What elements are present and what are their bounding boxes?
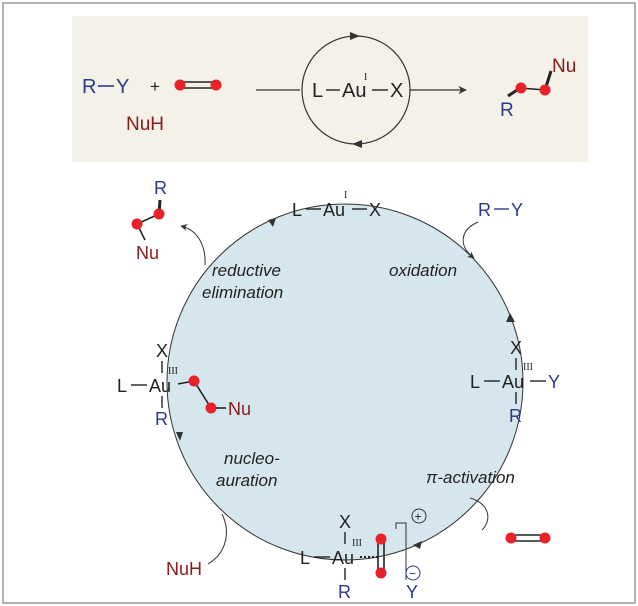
cycle-bottom-negative-charge: − <box>409 567 416 581</box>
summary-cycle-arrow-bottom <box>352 140 362 148</box>
cycle-top-gold-i-complex: L Au I X <box>292 190 381 220</box>
cycle-product-release-arrow <box>180 224 206 266</box>
step-label-elimination: elimination <box>202 283 283 302</box>
summary-catalyst-l: L <box>312 80 323 102</box>
cycle-product-r: R <box>154 178 167 198</box>
cycle-left-nu: Nu <box>228 399 251 419</box>
cycle-left-gold-iii-complex: X III L Au R Nu <box>117 341 251 429</box>
summary-catalyst-au: Au <box>342 80 366 102</box>
summary-product-atom-1 <box>515 82 527 94</box>
summary-catalyst-oxidation-state: I <box>364 72 367 83</box>
cycle-bottom-l: L <box>300 548 310 568</box>
cycle-right-au: Au <box>502 372 524 392</box>
cycle-top-l: L <box>292 200 302 220</box>
cycle-top-au: Au <box>323 200 345 220</box>
cycle-arrow-right-upper <box>506 313 515 322</box>
summary-product: R Nu <box>500 56 576 121</box>
cycle-bottom-oxidation-state: III <box>352 538 362 549</box>
cycle-bottom-r: R <box>338 582 351 602</box>
summary-alkene <box>174 79 222 91</box>
step-label-nucleo: nucleo- <box>224 449 280 468</box>
cycle-right-x: X <box>510 338 522 358</box>
cycle-arrow-bottom-right <box>413 541 422 549</box>
cycle-bottom-alkene-atom-top <box>375 533 387 545</box>
cycle-product-nu: Nu <box>136 243 159 263</box>
summary-nucleophile: NuH <box>126 114 164 135</box>
cycle-arrow-left-lower <box>176 432 183 441</box>
cycle-input-r-y: R Y <box>462 200 523 259</box>
summary-product-atom-2 <box>539 84 551 96</box>
summary-reagent-y: Y <box>116 76 129 98</box>
main-catalytic-cycle: L Au I X R Y R Nu oxidation reductive <box>117 178 560 602</box>
cycle-bottom-alkene-atom-bottom <box>375 567 387 579</box>
cycle-right-r: R <box>509 406 522 426</box>
step-label-oxidation: oxidation <box>389 261 457 280</box>
cycle-input-r: R <box>478 200 491 220</box>
cycle-left-l: L <box>117 376 127 396</box>
cycle-bottom-x: X <box>339 512 351 532</box>
summary-plus-sign: + <box>150 77 160 96</box>
cycle-left-au: Au <box>149 376 171 396</box>
cycle-product-atom-1 <box>153 208 165 220</box>
cycle-input-y: Y <box>511 200 523 220</box>
cycle-input-nucleophile: NuH <box>166 513 227 579</box>
cycle-arrow-top-left <box>268 218 276 227</box>
summary-alkene-atom-right <box>210 79 222 91</box>
cycle-right-gold-iii-complex: X III L Au Y R <box>470 338 560 426</box>
cycle-right-y: Y <box>548 372 560 392</box>
cycle-input-nuh-arrow <box>207 513 227 565</box>
cycle-input-alkene-arrow <box>469 497 489 531</box>
cycle-left-x: X <box>156 341 168 361</box>
cycle-input-nuh: NuH <box>166 559 202 579</box>
cycle-input-alkene <box>469 497 551 544</box>
cycle-bottom-positive-charge: + <box>415 510 422 524</box>
step-label-pi-activation: π-activation <box>426 468 515 487</box>
cycle-bottom-pi-complex: X III L Au R + − Y <box>300 508 427 602</box>
cycle-input-r-y-arrow <box>462 221 479 259</box>
summary-panel: R Y + NuH L Au I X <box>72 16 588 162</box>
cycle-bottom-anion-y: Y <box>406 582 418 602</box>
cycle-input-alkene-atom-right <box>539 532 551 544</box>
cycle-right-oxidation-state: III <box>523 362 533 373</box>
summary-alkene-atom-left <box>174 79 186 91</box>
summary-catalyst-x: X <box>390 80 403 102</box>
step-label-reductive: reductive <box>212 261 281 280</box>
cycle-bottom-negative-charge-circle <box>405 565 421 581</box>
cycle-top-x: X <box>369 200 381 220</box>
cycle-product-atom-2 <box>131 218 143 230</box>
main-cycle-circle <box>166 203 524 561</box>
summary-product-nu: Nu <box>552 56 576 77</box>
cycle-bottom-positive-charge-circle <box>411 508 427 524</box>
cycle-bottom-complex-bracket <box>395 522 407 580</box>
cycle-left-r: R <box>155 409 168 429</box>
cycle-product: R Nu <box>131 178 206 266</box>
summary-cycle-arrow-top <box>350 32 360 40</box>
summary-reagent-r: R <box>82 76 96 98</box>
step-label-auration: auration <box>216 471 277 490</box>
cycle-left-atom-2 <box>205 402 217 414</box>
summary-product-r: R <box>500 100 514 121</box>
cycle-bottom-au: Au <box>332 548 354 568</box>
cycle-left-atom-1 <box>188 375 200 387</box>
cycle-right-l: L <box>470 372 480 392</box>
cycle-top-oxidation-state: I <box>344 190 347 201</box>
cycle-left-oxidation-state: III <box>168 366 178 377</box>
cycle-input-alkene-atom-left <box>505 532 517 544</box>
